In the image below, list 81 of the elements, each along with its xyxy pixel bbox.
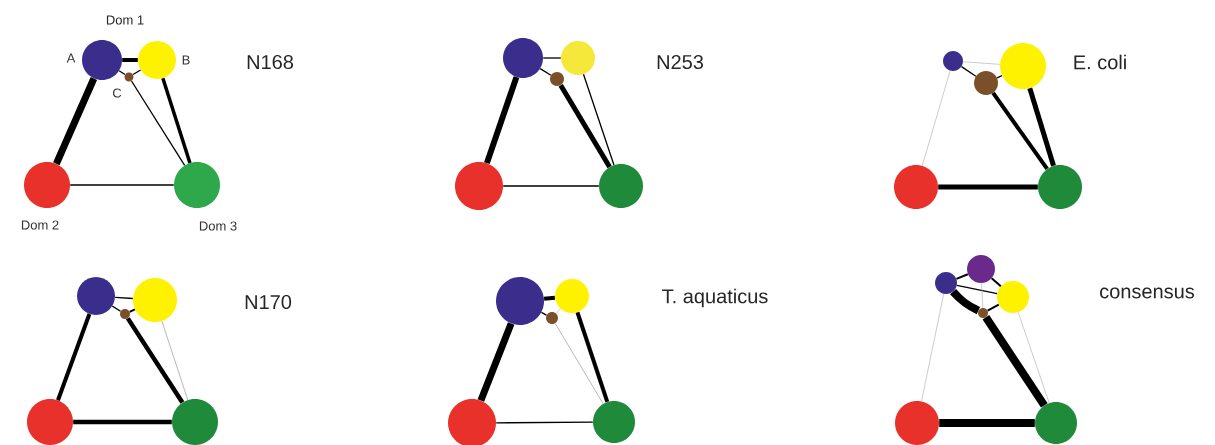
link-line: [114, 296, 134, 300]
link-line: [161, 320, 189, 401]
link-line: [132, 69, 142, 76]
link-line: [161, 77, 192, 164]
node-label: Dom 3: [199, 221, 237, 231]
domain-circle: [1000, 43, 1046, 89]
link-line: [921, 293, 945, 402]
link-line: [558, 83, 612, 169]
link-line: [53, 77, 98, 166]
link-line: [982, 315, 1048, 408]
link-line: [542, 57, 562, 59]
link-line: [111, 305, 122, 312]
domain-circle: [895, 401, 939, 445]
domain-circle: [455, 162, 503, 210]
node-label: C: [112, 88, 122, 98]
panel-title: N168: [247, 54, 294, 70]
domain-circle: [1038, 165, 1082, 209]
node-label: B: [182, 55, 190, 65]
link-line: [575, 311, 610, 403]
domain-circle: [997, 281, 1029, 313]
domain-circle: [77, 277, 115, 315]
link-line: [554, 323, 604, 405]
panel-title: N253: [657, 54, 703, 70]
link-line: [73, 419, 172, 425]
domain-circle: [24, 162, 70, 208]
link-line: [938, 184, 1038, 190]
link-line: [128, 308, 136, 313]
link-line: [1017, 312, 1050, 404]
panel-title: consensus: [1100, 287, 1195, 299]
domain-circle: [172, 399, 218, 445]
link-line: [960, 66, 977, 77]
domain-circle: [138, 41, 176, 79]
link-line: [122, 58, 138, 62]
link-line: [56, 313, 92, 401]
link-line: [950, 289, 981, 315]
node-label: A: [66, 53, 76, 63]
link-line: [962, 61, 1001, 65]
domain-circle: [133, 278, 177, 322]
domain-circle: [599, 164, 643, 208]
link-line: [991, 91, 1049, 171]
link-line: [956, 284, 998, 295]
link-line: [555, 308, 561, 314]
domain-label: Dom 1: [106, 15, 144, 25]
domain-circle: [174, 162, 220, 208]
link-line: [118, 70, 126, 76]
panel-title: N170: [245, 294, 292, 310]
link-line: [125, 317, 185, 404]
link-line: [484, 76, 520, 165]
link-line: [130, 80, 186, 166]
link-line: [990, 277, 1002, 288]
domain-circle: [935, 272, 957, 294]
link-line: [582, 73, 615, 166]
domain-circle: [1035, 402, 1077, 444]
link-line: [540, 311, 548, 316]
panel-title: E. coli: [1074, 54, 1126, 70]
link-line: [495, 421, 594, 424]
domain-circle: [967, 255, 995, 283]
domain-circle: [943, 51, 963, 71]
domain-circle: [555, 279, 589, 313]
domain-circle: [894, 165, 938, 209]
link-line: [1027, 87, 1056, 167]
domain-circle: [503, 38, 543, 78]
domain-circle: [561, 41, 595, 75]
link-line: [986, 303, 1000, 312]
link-line: [955, 273, 969, 280]
link-line: [921, 70, 951, 166]
domain-circle: [550, 72, 564, 86]
link-line: [539, 67, 552, 76]
domain-circle: [496, 277, 544, 325]
domain-circle: [27, 399, 73, 445]
domain-circle: [82, 40, 122, 80]
link-line: [477, 322, 515, 402]
link-line: [502, 185, 600, 187]
node-label: Dom 2: [21, 220, 59, 230]
domain-circle: [593, 401, 635, 443]
link-line: [981, 282, 984, 309]
link-line: [69, 184, 175, 186]
panel-title: T. aquaticus: [662, 288, 768, 308]
link-line: [996, 75, 1003, 79]
link-line: [543, 295, 556, 301]
domain-circle: [974, 71, 998, 95]
